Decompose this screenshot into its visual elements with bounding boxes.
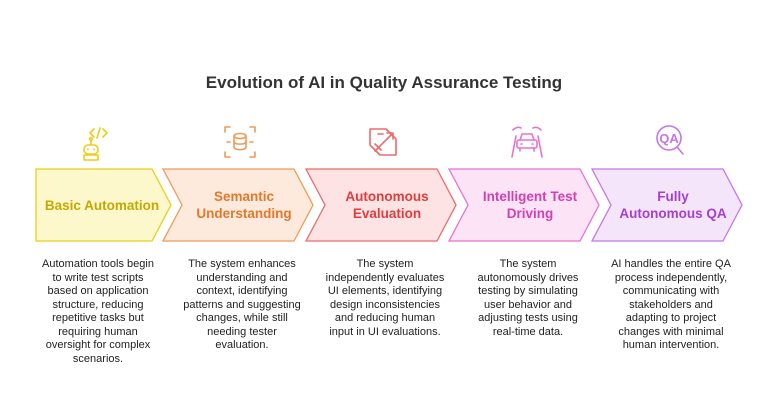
design-tools-icon: [369, 128, 397, 156]
stage-label-autonomous-evaluation: Autonomous Evaluation: [345, 189, 429, 221]
stage-description-intelligent-test-driving: The system autonomously drives testing b…: [477, 258, 579, 338]
stage-label-basic-automation: Basic Automation: [44, 197, 160, 213]
stage-description-basic-automation: Automation tools begin to write test scr…: [42, 258, 154, 365]
robot-code-icon: [83, 127, 108, 161]
qa-magnifier-icon: QA: [656, 125, 684, 155]
stage-description-autonomous-evaluation: The system independently evaluates UI el…: [325, 258, 445, 338]
stage-arrow-3: [304, 168, 457, 242]
database-scan-icon: [224, 126, 256, 158]
self-driving-car-icon: [511, 126, 543, 158]
stage-arrow-4: [447, 168, 600, 242]
stage-arrow-2: [161, 168, 314, 242]
stage-arrow-5: [590, 168, 743, 242]
stage-label-semantic-understanding: Semantic Understanding: [196, 189, 292, 221]
stage-label-fully-autonomous-qa: Fully Autonomous QA: [619, 189, 727, 221]
stage-arrow-1: [35, 168, 172, 242]
stage-label-intelligent-test-driving: Intelligent Test Driving: [482, 189, 578, 221]
stage-description-fully-autonomous-qa: AI handles the entire QA process indepen…: [611, 258, 731, 351]
stage-description-semantic-understanding: The system enhances understanding and co…: [183, 258, 301, 351]
diagram-title: Evolution of AI in Quality Assurance Tes…: [205, 73, 563, 92]
qa-icon-letters: QA: [659, 131, 679, 146]
